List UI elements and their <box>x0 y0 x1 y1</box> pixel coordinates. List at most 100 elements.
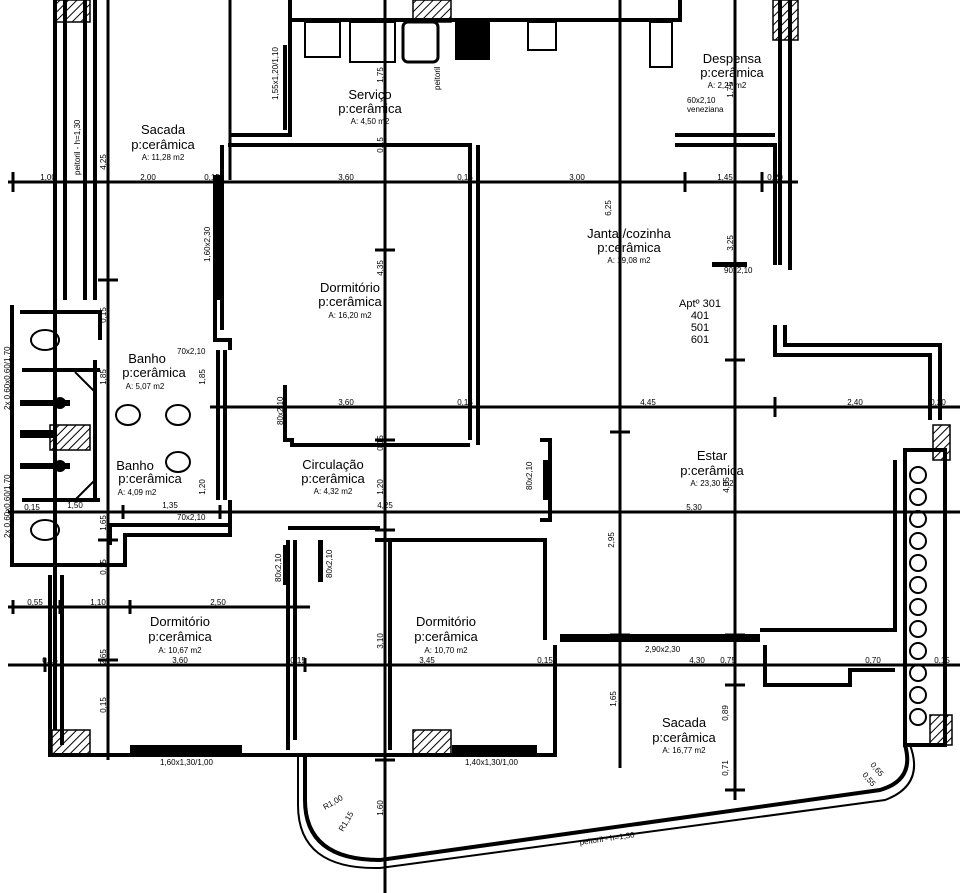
opening-label: peitoril - h=1,30 <box>73 119 82 175</box>
dim-label: 0,15 <box>290 656 306 665</box>
opening-label: 70x2,10 <box>177 347 206 356</box>
opening-label: 80x2,10 <box>274 553 283 582</box>
room-floor: p:cerâmica <box>148 629 212 644</box>
room-banho-1: Banho p:cerâmica A: 5,07 m2 <box>122 351 186 391</box>
opening-label: R1,15 <box>337 810 356 833</box>
room-area: A: 4,09 m2 <box>118 488 157 497</box>
room-name: Sacada <box>141 122 186 137</box>
dim-label: 0,89 <box>721 705 730 721</box>
room-floor: p:cerâmica <box>700 65 764 80</box>
room-name: Dormitório <box>150 614 210 629</box>
dim-label: 3,60 <box>338 173 354 182</box>
room-name: Dormitório <box>416 614 476 629</box>
room-area: A: 10,70 m2 <box>424 646 468 655</box>
opening-label: 1,60x1,30/1,00 <box>160 758 213 767</box>
room-name: Sacada <box>662 715 707 730</box>
opening-label: 2x 0,60x0,60/1,70 <box>3 346 12 410</box>
dim-label: 1,75 <box>376 67 385 83</box>
dim-label: 0,71 <box>721 760 730 776</box>
room-name: Serviço <box>348 87 391 102</box>
dimensions-row-4: 0,55 1,10 2,50 <box>27 598 226 607</box>
opening-label: 90x2,10 <box>724 266 753 275</box>
room-dormitorio-1: Dormitório p:cerâmica A: 16,20 m2 <box>318 280 382 320</box>
opening-label: 2,90x2,30 <box>645 645 681 654</box>
dim-label: 1,35 <box>162 501 178 510</box>
room-area: A: 5,07 m2 <box>126 382 165 391</box>
dim-label: 1,85 <box>99 369 108 385</box>
room-floor: p:cerâmica <box>118 471 182 486</box>
dim-label: 4,25 <box>377 501 393 510</box>
dimensions-row-5: 0,15 3,60 0,15 3,45 0,15 4,30 0,75 0,70 … <box>42 656 950 665</box>
room-circulacao: Circulação p:cerâmica A: 4,32 m2 <box>301 457 365 496</box>
room-area: A: 16,77 m2 <box>662 746 706 755</box>
room-floor: p:cerâmica <box>318 294 382 309</box>
structural-columns <box>49 0 953 756</box>
dim-label: 1,00 <box>40 173 56 182</box>
dim-label: 0,15 <box>204 173 220 182</box>
room-area: A: 2,27 m2 <box>708 81 747 90</box>
dim-label: 3,60 <box>338 398 354 407</box>
dim-label: 0,15 <box>99 697 108 713</box>
room-floor: p:cerâmica <box>338 101 402 116</box>
dim-label: 1,75 <box>726 82 735 98</box>
dim-label: 2,00 <box>140 173 156 182</box>
room-name: Estar <box>697 448 728 463</box>
room-floor: p:cerâmica <box>122 365 186 380</box>
dim-label: 0,15 <box>376 435 385 451</box>
dim-label: 1,60 <box>376 800 385 816</box>
room-area: A: 16,20 m2 <box>328 311 372 320</box>
room-area: A: 23,30 m2 <box>690 479 734 488</box>
dim-label: 3,25 <box>726 235 735 251</box>
dim-label: 6,25 <box>604 200 613 216</box>
opening-label: 1,55x1,20/1,10 <box>271 47 280 100</box>
room-area: A: 4,50 m2 <box>351 117 390 126</box>
opening-markers <box>20 175 760 753</box>
dim-label: 0,15 <box>537 656 553 665</box>
apt-label: Aptº 301 <box>679 298 721 310</box>
apt-unit: 401 <box>691 310 709 322</box>
dim-label: 0,15 <box>376 137 385 153</box>
dim-label: 4,05 <box>722 477 731 493</box>
room-janta-cozinha: Janta /cozinha p:cerâmica A: 19,08 m2 <box>587 226 672 265</box>
dim-label: 1,65 <box>609 691 618 707</box>
dim-label: 2,95 <box>607 532 616 548</box>
dim-label: 0,70 <box>865 656 881 665</box>
opening-label: 60x2,10 <box>687 96 716 105</box>
room-name: Dormitório <box>320 280 380 295</box>
room-servico: Serviço p:cerâmica A: 4,50 m2 <box>338 87 402 126</box>
dimensions-row-1: 1,00 2,00 0,15 3,60 0,15 3,00 1,45 0,20 <box>40 173 783 182</box>
dim-label: 0,15 <box>42 656 58 665</box>
room-floor: p:cerâmica <box>414 629 478 644</box>
room-despensa: Despensa p:cerâmica A: 2,27 m2 <box>700 51 764 90</box>
dim-label: 0,15 <box>934 656 950 665</box>
dim-label: 0,15 <box>24 503 40 512</box>
dim-label: 1,65 <box>99 515 108 531</box>
dim-label: 1,20 <box>198 479 207 495</box>
dim-label: 3,60 <box>172 656 188 665</box>
room-floor: p:cerâmica <box>652 730 716 745</box>
dim-label: 0,15 <box>99 559 108 575</box>
dim-label: 0,15 <box>457 173 473 182</box>
opening-label: veneziana <box>687 105 724 114</box>
dimensions-row-3: 1,50 1,35 4,25 5,30 0,15 <box>24 501 702 512</box>
dim-label: 0,75 <box>720 656 736 665</box>
dim-label: 1,85 <box>198 369 207 385</box>
opening-label: 70x2,10 <box>177 513 206 522</box>
room-area: A: 11,28 m2 <box>142 153 185 162</box>
opening-label: 2x 0,60x0,60/1,70 <box>3 474 12 538</box>
dimensions-vertical: 4,25 1,75 0,15 1,75 6,25 3,25 4,35 0,15 … <box>99 67 735 816</box>
apartment-numbers: Aptº 301 401 501 601 <box>679 298 721 346</box>
room-area: A: 10,67 m2 <box>158 646 202 655</box>
dim-label: 1,50 <box>67 501 83 510</box>
apt-unit: 501 <box>691 322 709 334</box>
room-sacada-top: Sacada p:cerâmica A: 11,28 m2 <box>131 122 195 162</box>
room-estar: Estar p:cerâmica A: 23,30 m2 <box>680 448 744 488</box>
room-floor: p:cerâmica <box>301 471 365 486</box>
dim-label: 0,55 <box>27 598 43 607</box>
room-dormitorio-2: Dormitório p:cerâmica A: 10,67 m2 <box>148 614 212 655</box>
dim-label: 3,10 <box>376 633 385 649</box>
room-name: Banho <box>116 458 154 473</box>
room-name: Circulação <box>302 457 363 472</box>
dim-label: 4,25 <box>99 154 108 170</box>
